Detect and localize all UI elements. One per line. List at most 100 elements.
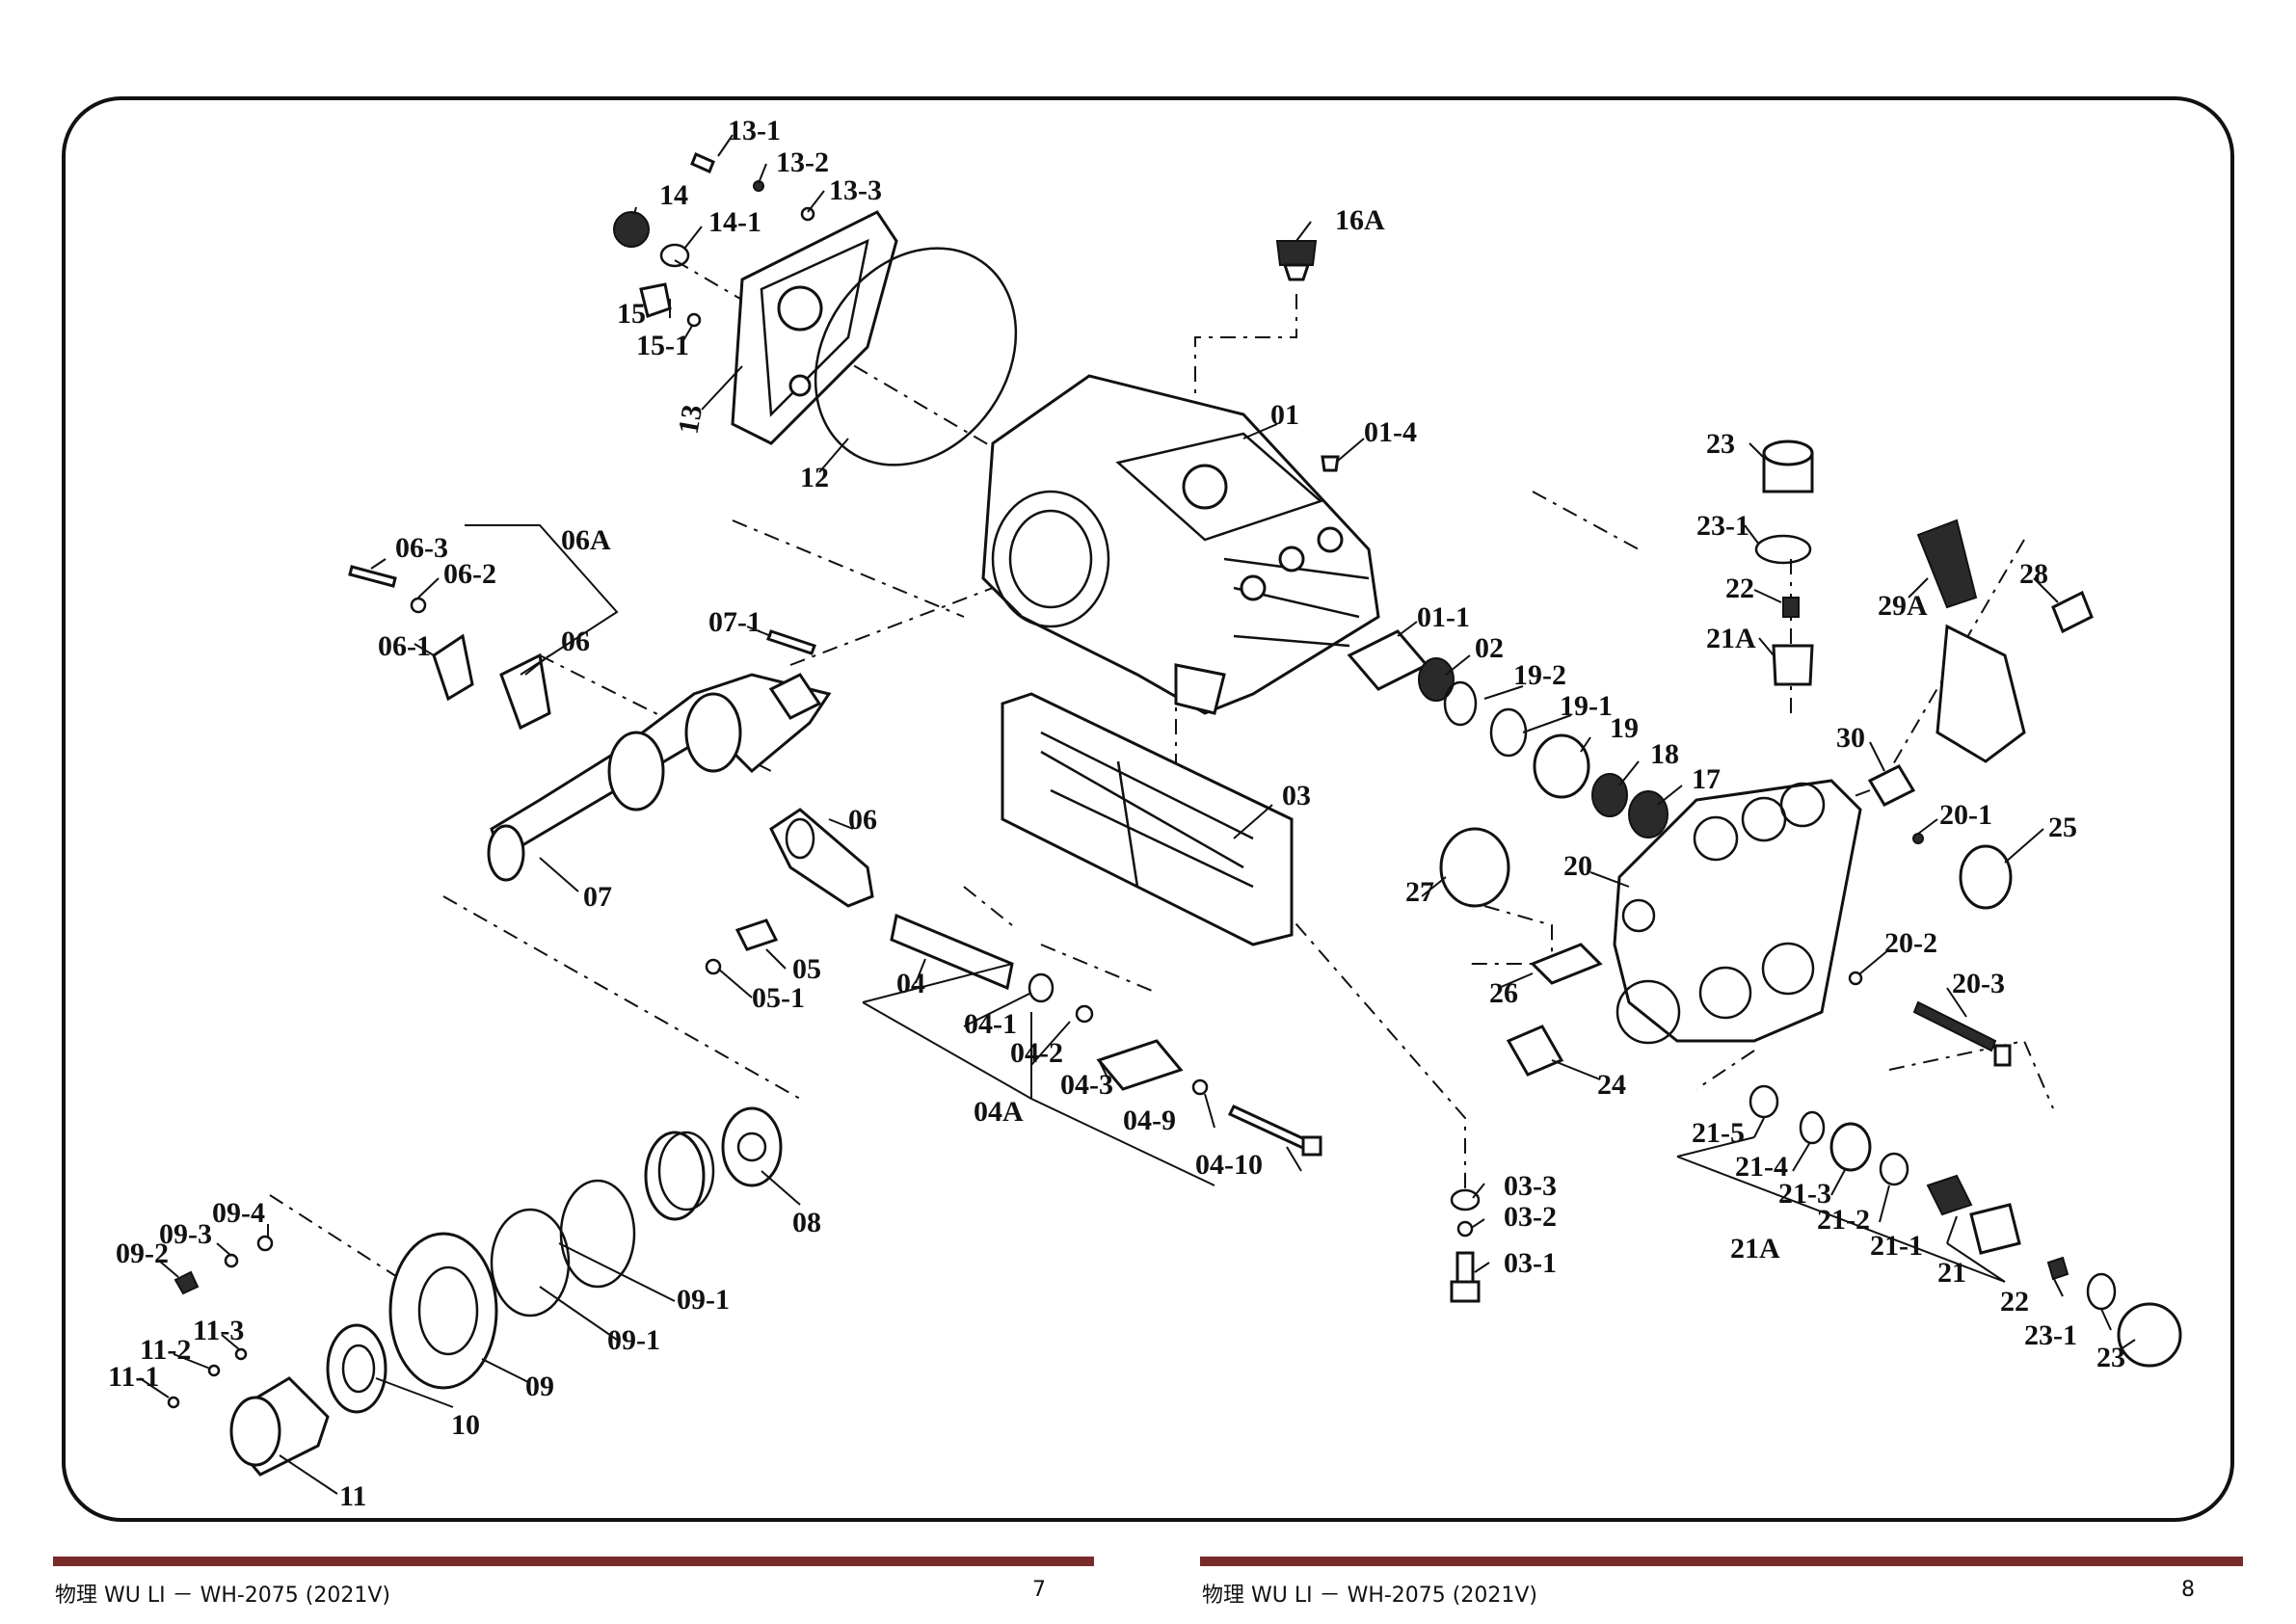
footer-page-number: 7 — [1032, 1578, 1046, 1602]
part-label: 13-1 — [728, 115, 781, 146]
bearing-cover-shape — [388, 1232, 498, 1390]
part-label: 09-2 — [116, 1238, 169, 1269]
part-label: 23-1 — [2024, 1319, 2077, 1351]
unloader-valve-shape — [1916, 519, 1978, 609]
part-label: 05 — [792, 953, 821, 985]
part-label: 03-3 — [1504, 1170, 1557, 1202]
part-label: 09 — [525, 1371, 554, 1402]
o-ring-12 — [814, 247, 1018, 466]
part-label: 09-1 — [607, 1324, 660, 1356]
part-label: 11-2 — [140, 1334, 191, 1366]
part-label: 03 — [1282, 780, 1311, 812]
part-label: 20-3 — [1952, 968, 2005, 999]
part-label: 14 — [659, 179, 688, 211]
part-label: 20 — [1563, 850, 1592, 882]
part-label: 21-1 — [1870, 1230, 1923, 1262]
part-label: 04A — [974, 1096, 1024, 1128]
part-label: 17 — [1692, 763, 1721, 795]
part-label: 07 — [583, 881, 612, 913]
part-label: 23 — [2096, 1342, 2125, 1373]
part-label: 06-3 — [395, 532, 448, 564]
part-label: 11-1 — [108, 1361, 159, 1393]
part-label: 21-5 — [1692, 1117, 1745, 1149]
footer-right: 物理 WU LI － WH-2075 (2021V) 8 — [1200, 1557, 2243, 1614]
part-label: 15 — [617, 298, 646, 330]
part-label: 06 — [848, 804, 877, 836]
part-label: 21-3 — [1778, 1178, 1831, 1210]
part-shapes — [167, 151, 2182, 1477]
part-label: 08 — [792, 1207, 821, 1238]
part-label: 20-1 — [1939, 799, 1992, 831]
part-label: 23 — [1706, 428, 1735, 460]
part-label: 04-9 — [1123, 1105, 1176, 1136]
part-label: 19 — [1610, 712, 1639, 744]
part-label: 04-1 — [964, 1008, 1017, 1040]
part-label: 04-2 — [1010, 1037, 1063, 1069]
part-label: 10 — [451, 1409, 480, 1441]
connecting-rod-shape — [769, 808, 874, 908]
leader-lines — [139, 134, 2136, 1495]
part-label: 01 — [1270, 399, 1299, 431]
footer-doc-title: 物理 WU LI － WH-2075 (2021V) — [55, 1584, 390, 1608]
part-label: 06A — [561, 524, 611, 556]
part-label: 09-3 — [159, 1218, 212, 1250]
part-label: 13 — [673, 403, 709, 437]
part-label: 20-2 — [1884, 927, 1937, 959]
part-label: 05-1 — [752, 982, 805, 1014]
assembly-lines — [269, 259, 2054, 1283]
part-label: 27 — [1405, 876, 1434, 908]
crankshaft-shape — [490, 673, 832, 861]
part-label: 06-1 — [378, 630, 431, 662]
part-label: 03-2 — [1504, 1201, 1557, 1233]
part-label: 07-1 — [708, 606, 761, 638]
part-label: 06-2 — [443, 558, 496, 590]
footer-left: 物理 WU LI － WH-2075 (2021V) 7 — [53, 1557, 1094, 1614]
part-label: 25 — [2048, 812, 2077, 843]
part-label: 14-1 — [708, 206, 761, 238]
footer-bar — [1200, 1557, 2243, 1566]
part-label: 01-4 — [1364, 416, 1417, 448]
part-label: 12 — [800, 462, 829, 493]
part-label: 13-2 — [776, 146, 829, 178]
part-label: 04 — [896, 968, 925, 999]
part-label: 09-1 — [677, 1284, 730, 1316]
part-label: 21-4 — [1735, 1151, 1788, 1183]
part-label: 15-1 — [636, 330, 689, 361]
diagram-frame — [62, 96, 2234, 1522]
part-label: 22 — [1725, 572, 1754, 604]
rear-cover-shape — [731, 210, 898, 445]
part-labels: 13-1 13-2 13-3 14 14-1 15 15-1 13 12 16A… — [108, 115, 2125, 1512]
part-label: 18 — [1650, 738, 1679, 770]
manifold-shape — [1613, 779, 1862, 1043]
part-label: 19-2 — [1513, 659, 1566, 691]
plunger-rod-shape — [890, 913, 1014, 991]
part-label: 30 — [1836, 722, 1865, 754]
part-label: 22 — [2000, 1286, 2029, 1318]
part-label: 09-4 — [212, 1197, 265, 1229]
part-label: 04-10 — [1195, 1149, 1263, 1181]
footer-page-number: 8 — [2181, 1578, 2195, 1602]
footer-bar — [53, 1557, 1094, 1566]
part-label: 03-1 — [1504, 1247, 1557, 1279]
part-label: 16A — [1335, 204, 1385, 236]
part-label: 21 — [1937, 1257, 1966, 1289]
part-label: 04-3 — [1060, 1069, 1113, 1101]
part-label: 21-2 — [1817, 1204, 1870, 1236]
part-label: 11-3 — [193, 1315, 244, 1346]
part-label: 21A — [1706, 623, 1756, 654]
part-label: 02 — [1475, 632, 1504, 664]
base-frame-shape — [1001, 692, 1294, 946]
part-label: 23-1 — [1696, 510, 1749, 542]
part-label: 11 — [339, 1480, 366, 1512]
part-label: 28 — [2019, 558, 2048, 590]
footer-doc-title: 物理 WU LI － WH-2075 (2021V) — [1202, 1584, 1537, 1608]
part-label: 13-3 — [829, 174, 882, 206]
part-label: 29A — [1878, 590, 1928, 622]
part-label: 19-1 — [1560, 690, 1613, 722]
part-label: 24 — [1597, 1069, 1626, 1101]
part-label: 21A — [1730, 1233, 1780, 1265]
part-label: 01-1 — [1417, 601, 1470, 633]
part-label: 06 — [561, 626, 590, 657]
part-label: 26 — [1489, 977, 1518, 1009]
